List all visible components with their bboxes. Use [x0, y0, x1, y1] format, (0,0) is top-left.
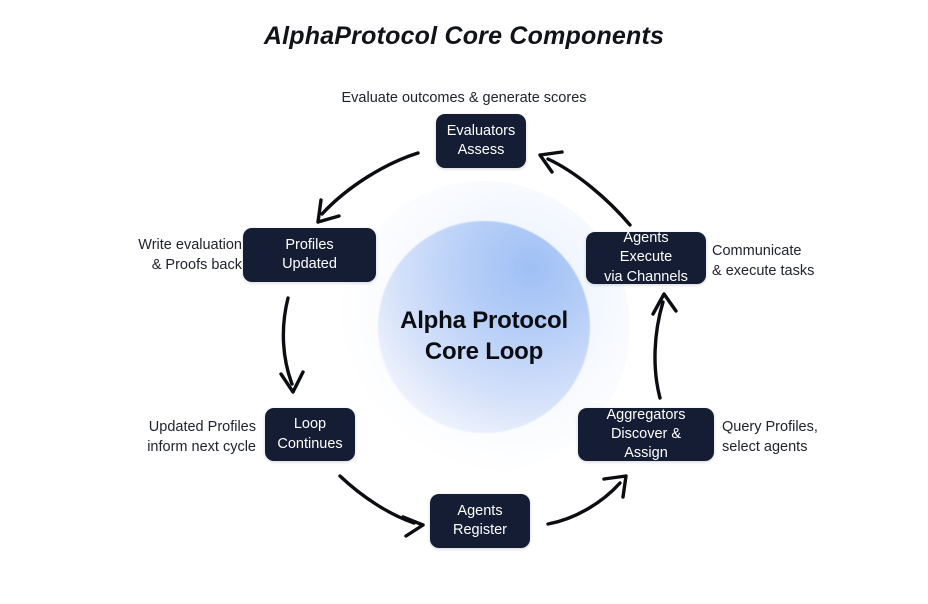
arrow-profiles-to-loop	[279, 296, 305, 394]
arrow-register-to-aggregators	[546, 474, 628, 526]
center-label: Alpha Protocol Core Loop	[400, 307, 568, 365]
arrow-evaluators-to-profiles	[316, 151, 420, 224]
caption-query-profiles: Query Profiles, select agents	[722, 419, 818, 455]
page-title: AlphaProtocol Core Components	[263, 22, 665, 50]
node-aggregators-discover[interactable]: Aggregators Discover & Assign	[578, 407, 714, 461]
arrow-aggregators-to-execute	[651, 292, 678, 400]
arrow-loop-to-register	[338, 474, 425, 538]
node-agents-execute[interactable]: Agents Execute via Channels	[586, 230, 706, 285]
caption-evaluate-outcomes: Evaluate outcomes & generate scores	[341, 90, 587, 106]
caption-communicate-tasks: Communicate & execute tasks	[712, 243, 815, 279]
node-profiles-updated[interactable]: Profiles Updated	[243, 228, 376, 282]
node-evaluators-assess[interactable]: Evaluators Assess	[436, 114, 526, 168]
arrow-execute-to-evaluators	[538, 150, 632, 227]
caption-updated-profiles: Updated Profiles inform next cycle	[147, 419, 256, 455]
center-circle	[378, 221, 590, 433]
caption-write-evaluation: Write evaluation & Proofs back	[138, 237, 242, 273]
node-loop-continues[interactable]: Loop Continues	[265, 408, 355, 461]
node-agents-register[interactable]: Agents Register	[430, 494, 530, 548]
